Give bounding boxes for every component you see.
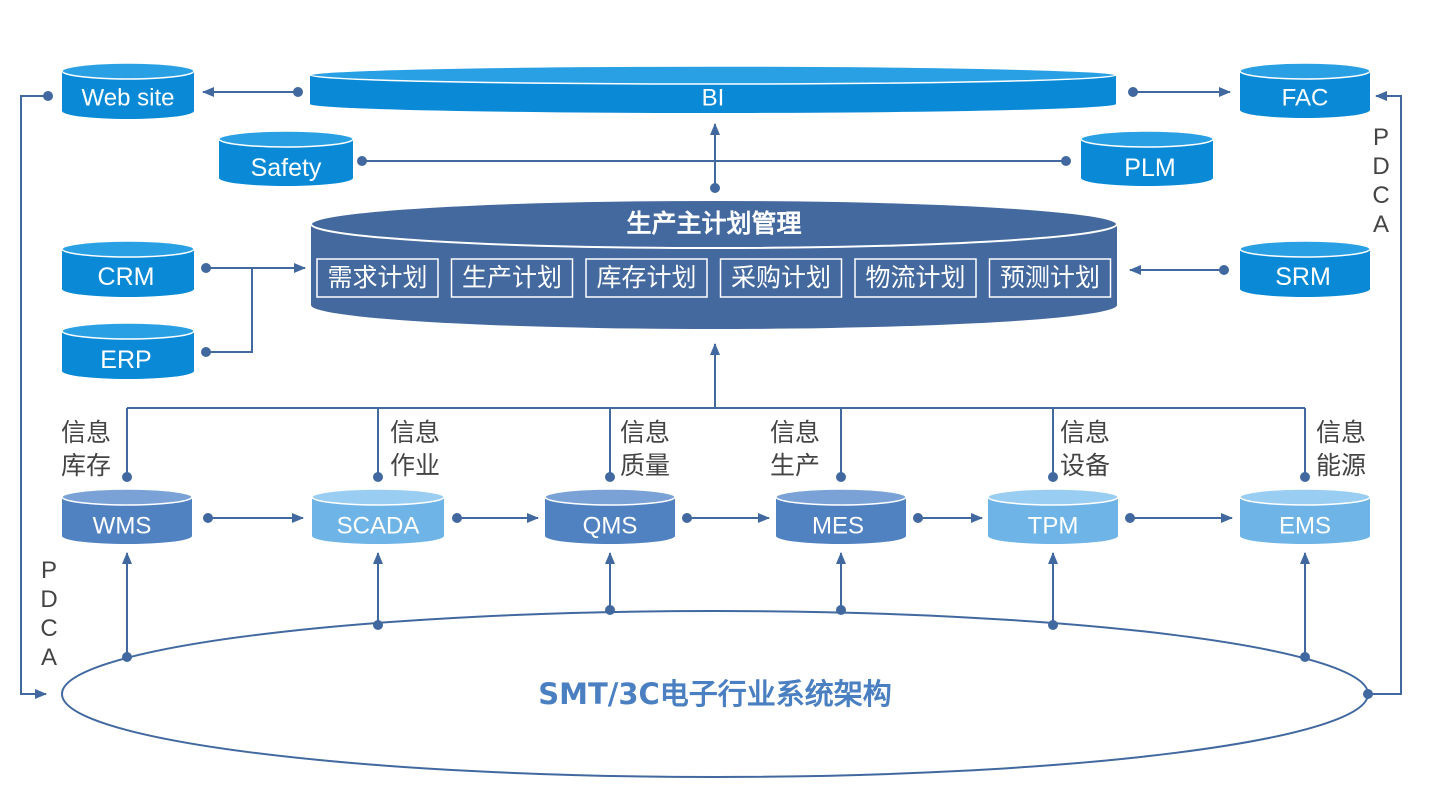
- scada-info-line2: 作业: [390, 452, 440, 480]
- erp-label: ERP: [100, 346, 151, 374]
- wms-info-line1: 信息: [61, 419, 111, 447]
- tpm-info-line1: 信息: [1060, 419, 1110, 447]
- scada-label: SCADA: [337, 513, 420, 540]
- connector-lines: [20, 87, 1402, 699]
- pdca-right-d: D: [1372, 153, 1389, 180]
- bi-cylinder[interactable]: BI: [309, 65, 1117, 113]
- plan-item-border: [719, 258, 843, 298]
- plan-item-box[interactable]: 采购计划: [719, 258, 843, 298]
- tpm-label: TPM: [1028, 513, 1079, 540]
- wms-label: WMS: [93, 513, 152, 540]
- tpm-info-line2: 设备: [1060, 452, 1110, 480]
- plan-item-border: [854, 258, 977, 298]
- plan-item-list: 需求计划 生产计划 库存计划 采购计划 物流计划 预测计划: [316, 258, 1112, 298]
- plan-item-label: 生产计划: [462, 264, 562, 292]
- mes-info-line1: 信息: [770, 419, 820, 447]
- info-labels: 信息 库存 信息 作业 信息 质量 信息 生产 信息 设备 信息 能源: [61, 419, 1366, 480]
- srm-label: SRM: [1275, 263, 1331, 291]
- plan-item-border: [988, 258, 1112, 298]
- crm-label: CRM: [98, 263, 155, 291]
- plan-item-label: 预测计划: [1000, 264, 1100, 292]
- wms-cylinder[interactable]: WMS: [61, 488, 193, 544]
- qms-info-line1: 信息: [620, 419, 670, 447]
- pdca-left-a: A: [41, 644, 57, 671]
- plan-item-box[interactable]: 生产计划: [450, 258, 574, 298]
- bi-label: BI: [702, 85, 725, 112]
- architecture-ellipse[interactable]: SMT/3C电子行业系统架构: [61, 610, 1369, 778]
- plan-item-box[interactable]: 库存计划: [585, 258, 708, 298]
- architecture-title: SMT/3C电子行业系统架构: [538, 677, 892, 711]
- safety-label: Safety: [251, 154, 322, 182]
- qms-cylinder[interactable]: QMS: [544, 488, 676, 544]
- mes-info-line2: 生产: [770, 452, 820, 480]
- scada-cylinder[interactable]: SCADA: [311, 488, 445, 544]
- mes-cylinder[interactable]: MES: [775, 488, 907, 544]
- plan-item-border: [450, 258, 574, 298]
- fac-label: FAC: [1282, 85, 1329, 112]
- pdca-right-c: C: [1372, 182, 1389, 209]
- pdca-right-a: A: [1373, 211, 1389, 238]
- plan-item-box[interactable]: 物流计划: [854, 258, 977, 298]
- plan-item-box[interactable]: 预测计划: [988, 258, 1112, 298]
- pdca-left-d: D: [40, 586, 57, 613]
- fac-cylinder[interactable]: FAC: [1239, 62, 1371, 118]
- plan-item-border: [585, 258, 708, 298]
- scada-info-line1: 信息: [390, 419, 440, 447]
- ems-label: EMS: [1279, 513, 1331, 540]
- pdca-left: P D C A: [40, 557, 57, 671]
- pdca-left-p: P: [41, 557, 57, 584]
- erp-cylinder[interactable]: ERP: [61, 322, 195, 379]
- pdca-left-c: C: [40, 615, 57, 642]
- plm-label: PLM: [1124, 154, 1175, 182]
- master-plan-cylinder[interactable]: 生产主计划管理: [310, 199, 1118, 329]
- plan-item-label: 物流计划: [865, 264, 965, 292]
- plan-item-box[interactable]: 需求计划: [316, 258, 439, 298]
- qms-info-line2: 质量: [620, 452, 670, 480]
- crm-cylinder[interactable]: CRM: [61, 240, 195, 297]
- plan-item-label: 库存计划: [596, 264, 696, 292]
- srm-cylinder[interactable]: SRM: [1239, 240, 1371, 297]
- ems-info-line2: 能源: [1316, 452, 1366, 480]
- qms-label: QMS: [583, 513, 638, 540]
- wms-info-line2: 库存: [61, 452, 111, 480]
- website-label: Web site: [82, 85, 175, 112]
- ems-cylinder[interactable]: EMS: [1239, 488, 1371, 544]
- website-cylinder[interactable]: Web site: [61, 62, 195, 119]
- plan-item-border: [316, 258, 439, 298]
- ems-info-line1: 信息: [1316, 419, 1366, 447]
- plan-item-label: 采购计划: [731, 264, 831, 292]
- plm-cylinder[interactable]: PLM: [1080, 130, 1214, 186]
- plan-item-label: 需求计划: [327, 264, 427, 292]
- safety-cylinder[interactable]: Safety: [218, 130, 354, 186]
- connector-dots: [43, 87, 1373, 699]
- master-plan-title: 生产主计划管理: [626, 209, 801, 238]
- tpm-cylinder[interactable]: TPM: [987, 488, 1119, 544]
- pdca-right: P D C A: [1372, 124, 1389, 238]
- mes-label: MES: [812, 513, 864, 540]
- pdca-right-p: P: [1373, 124, 1389, 151]
